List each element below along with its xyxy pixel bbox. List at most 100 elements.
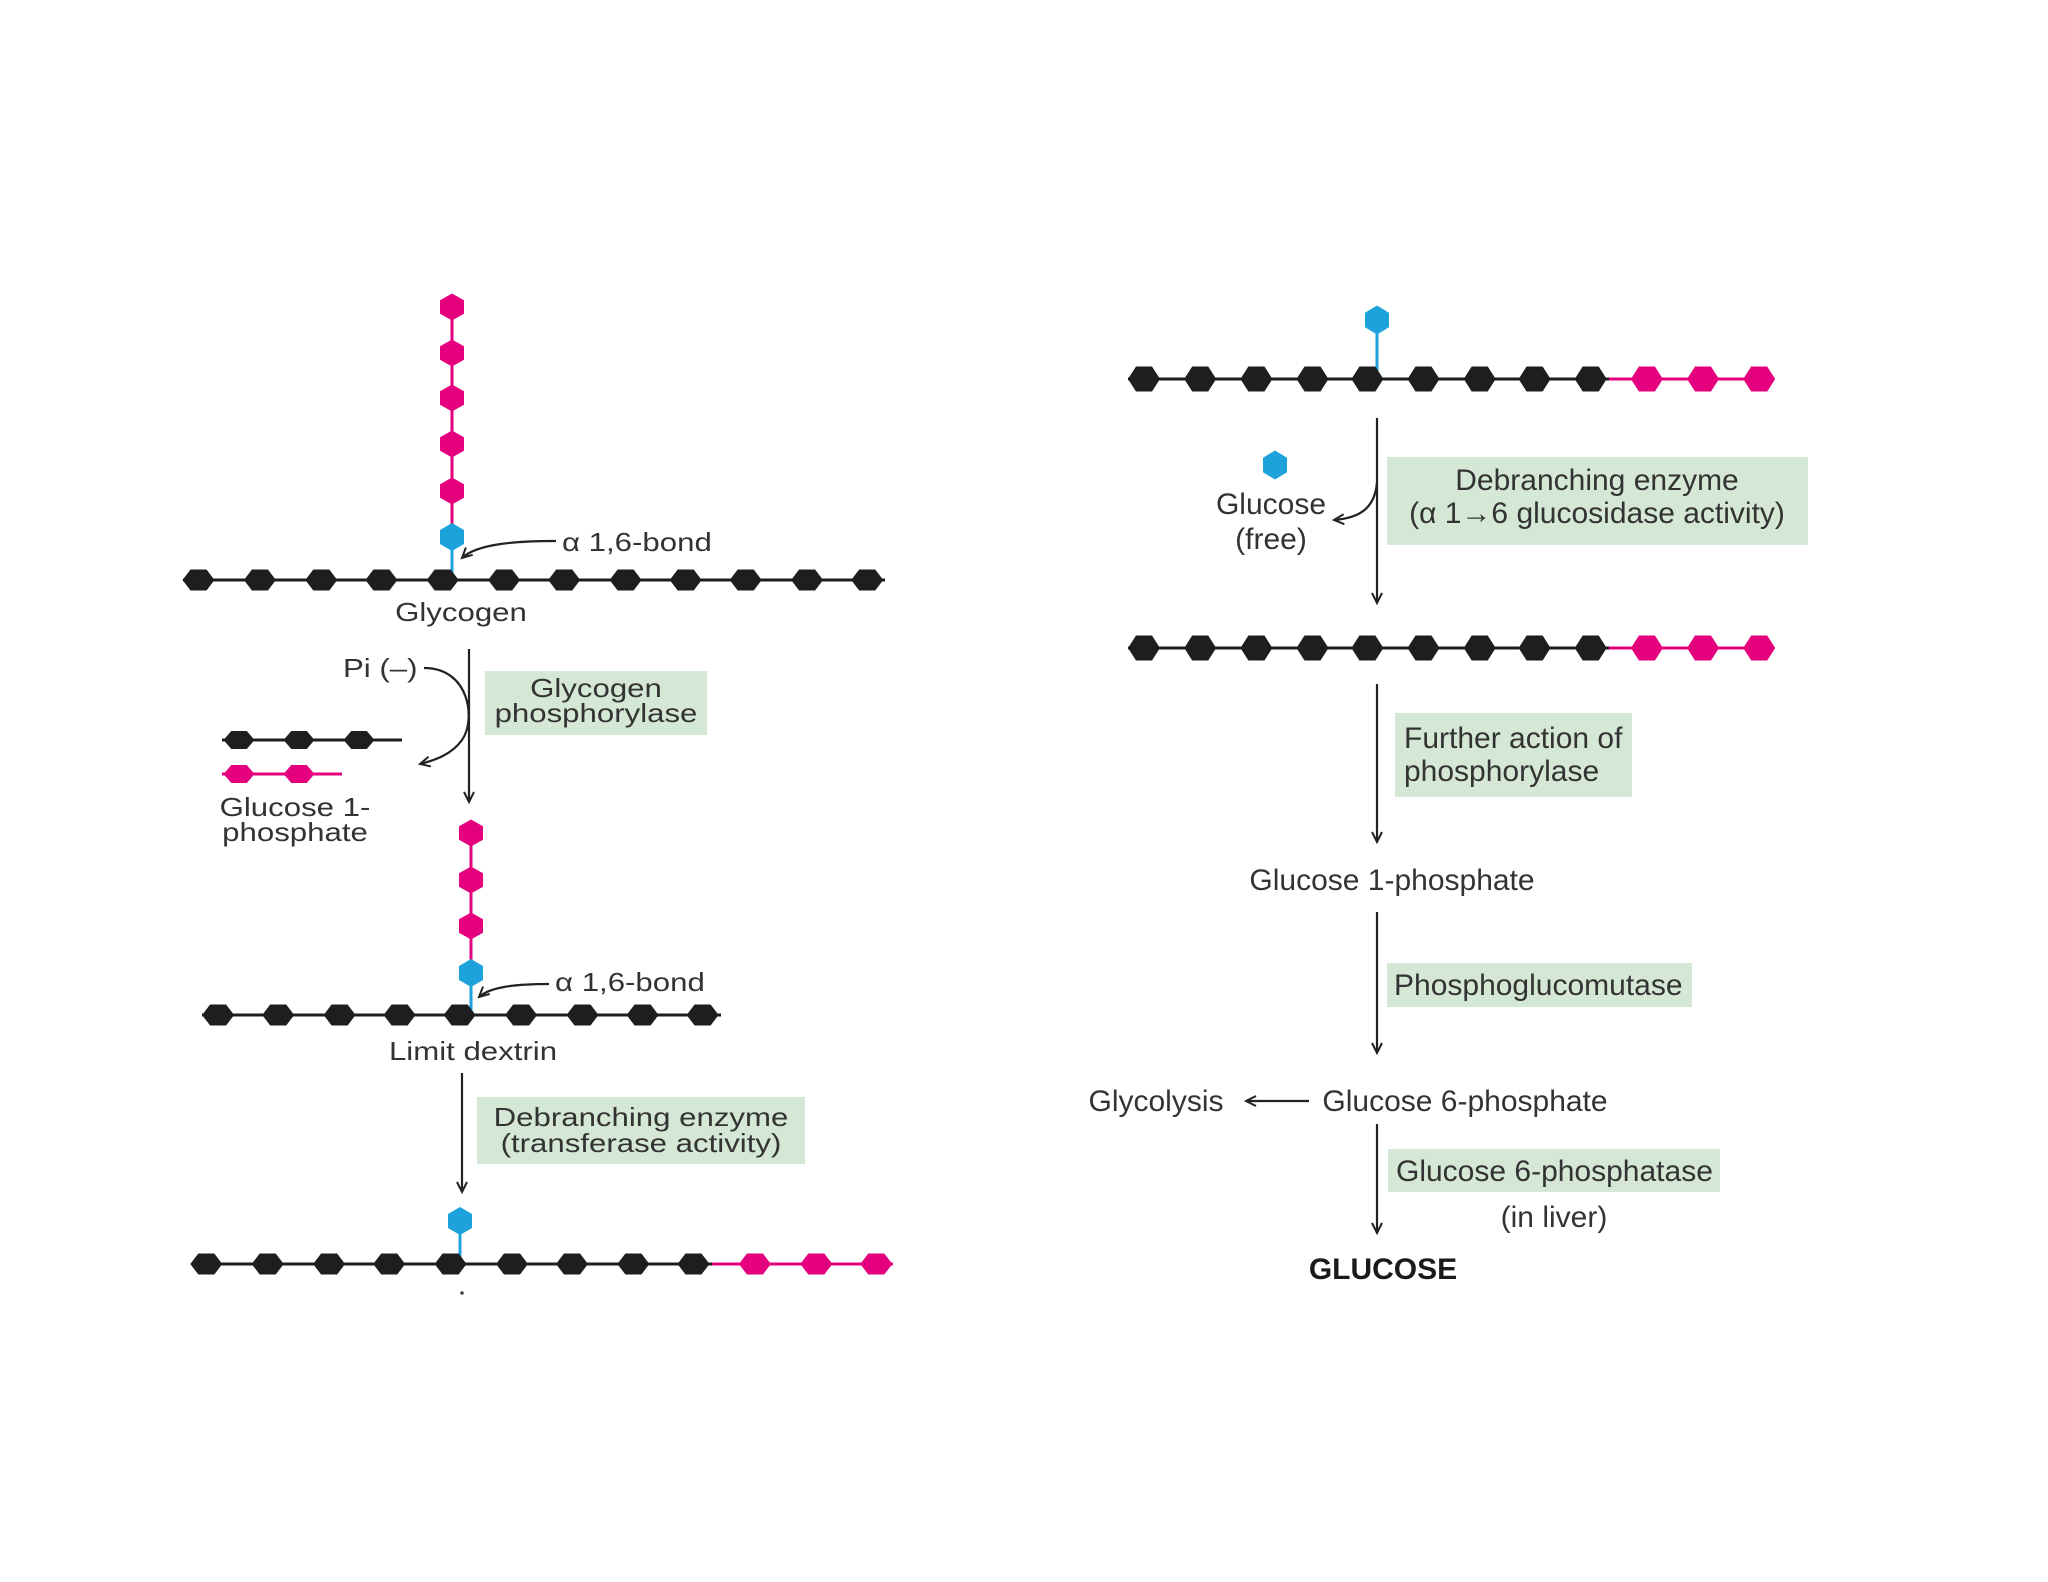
glucose-residue [182, 569, 215, 591]
glucose-residue [305, 569, 338, 591]
glucose-residue [1128, 366, 1160, 392]
glucose-residue [223, 731, 255, 749]
branch-glucose-residue [1687, 635, 1719, 661]
glucose-residue [323, 1004, 356, 1026]
final-glucose-label: GLUCOSE [1309, 1253, 1457, 1286]
glucose-residue [1463, 366, 1496, 392]
branch-glucose-residue [1630, 635, 1663, 661]
glucose-residue [1407, 635, 1440, 661]
glucose-residue [1407, 366, 1440, 392]
linear-chain-molecule [1128, 635, 1776, 661]
glucose-residue [556, 1253, 588, 1275]
free-glucose-label-line2: (free) [1235, 523, 1307, 556]
glucose-residue [365, 569, 398, 591]
glucose-residue [617, 1253, 650, 1275]
glucose-residue [1296, 366, 1329, 392]
phosphoglucomutase-box [1387, 963, 1692, 1007]
glucose-residue [1240, 366, 1273, 392]
free-glucose-release-arrow [1334, 481, 1379, 520]
glucose-residue [1351, 635, 1384, 661]
in-liver-note: (in liver) [1501, 1201, 1608, 1234]
glucose-6-phosphate-label: Glucose 6-phosphate [1322, 1085, 1607, 1118]
debranching-glucosidase-box [1387, 457, 1808, 545]
branch-glucose-residue [440, 293, 464, 321]
glucose-residue [1574, 366, 1607, 392]
debranching-transferase-box [477, 1097, 805, 1164]
glucose-residue [729, 569, 762, 591]
glucose-residue [202, 1004, 235, 1026]
left-pathway: α 1,6-bond Glycogen Pi (–) Glycogen phos… [182, 293, 893, 1295]
glucose-residue [243, 569, 276, 591]
branch-glucose-residue [440, 477, 464, 505]
debranching-transferase-label-line2: (transferase activity) [501, 1129, 782, 1158]
glucose-1-phosphate-label: Glucose 1-phosphate [1249, 864, 1534, 897]
free-glucose-label-line1: Glucose [1216, 488, 1326, 521]
glucose-residue [1351, 366, 1384, 392]
branch-glucose-residue [459, 866, 483, 894]
debranching-transferase-label-line1: Debranching enzyme [494, 1103, 789, 1132]
branch-glucose-residue [1743, 635, 1776, 661]
glucose-6-phosphatase-label: Glucose 6-phosphatase [1396, 1155, 1713, 1188]
glucose-residue [262, 1004, 295, 1026]
glycogen-label: Glycogen [395, 598, 527, 627]
inorganic-phosphate-label: Pi (–) [343, 654, 418, 683]
glucose-residue [626, 1004, 659, 1026]
glucose-residue [1128, 635, 1160, 661]
glucose-residue [488, 569, 521, 591]
glucose-residue [669, 569, 702, 591]
limit-dextrin-alpha-1-6-bond-label: α 1,6-bond [555, 968, 705, 997]
branch-glucose-residue [1687, 366, 1719, 392]
free-glucose-molecule [1263, 450, 1287, 480]
glucose-residue [1240, 635, 1273, 661]
glucose-residue [1518, 366, 1551, 392]
branch-glucose-residue [440, 430, 464, 458]
glucose-residue [283, 731, 315, 749]
branch-glucose-residue [1630, 366, 1663, 392]
glucose-residue [443, 1004, 476, 1026]
glucose-residue [1463, 635, 1496, 661]
branch-glucose-residue [738, 1253, 771, 1275]
glucose-residue [343, 731, 375, 749]
branch-point-glucose-residue [1263, 450, 1287, 480]
glucose-residue [609, 569, 642, 591]
glycogen-molecule [182, 293, 885, 591]
glucose-1-phosphate-label-line2: phosphate [222, 818, 368, 847]
glucose-6-phosphatase-box [1388, 1149, 1720, 1192]
branch-glucose-residue [459, 912, 483, 940]
branch-point-glucose-residue [448, 1207, 472, 1235]
glucose-1-phosphate-label-line1: Glucose 1- [220, 793, 371, 822]
further-phosphorylase-box [1395, 713, 1632, 797]
glucose-residue [1574, 635, 1607, 661]
transferred-chain-molecule [190, 1207, 893, 1295]
debranching-glucosidase-label-line1: Debranching enzyme [1455, 464, 1739, 497]
limit-dextrin-molecule [202, 819, 721, 1026]
branch-glucose-residue [283, 765, 315, 783]
phosphoglucomutase-label: Phosphoglucomutase [1394, 969, 1683, 1002]
branch-glucose-residue [440, 384, 464, 412]
glucose-residue [686, 1004, 719, 1026]
debranching-glucosidase-label-line2: (α 1→6 glucosidase activity) [1409, 497, 1785, 530]
right-pathway: Glucose (free) Debranching enzyme (α 1→6… [1088, 305, 1808, 1286]
glucose-residue [1518, 635, 1551, 661]
glucose-residue [383, 1004, 416, 1026]
branch-glucose-residue [860, 1253, 893, 1275]
glycogen-phosphorylase-box [485, 671, 707, 735]
glucose-residue [1296, 635, 1329, 661]
glucose-1-phosphate-fragments [222, 731, 402, 783]
glucose-residue [434, 1253, 467, 1275]
glucose-residue [1184, 366, 1217, 392]
branch-glucose-residue [459, 819, 483, 847]
glucose-residue [251, 1253, 284, 1275]
branch-point-glucose-residue [459, 959, 483, 987]
branch-glucose-residue [223, 765, 255, 783]
glucose-residue [677, 1253, 710, 1275]
single-branch-chain-molecule [1128, 305, 1776, 392]
phosphate-curved-arrow [420, 666, 470, 764]
branch-glucose-residue [440, 339, 464, 367]
branch-point-glucose-residue [440, 523, 464, 551]
glucose-residue [791, 569, 824, 591]
glucose-residue [313, 1253, 346, 1275]
branch-point-glucose-residue [1365, 305, 1389, 335]
stray-dot [460, 1291, 464, 1295]
